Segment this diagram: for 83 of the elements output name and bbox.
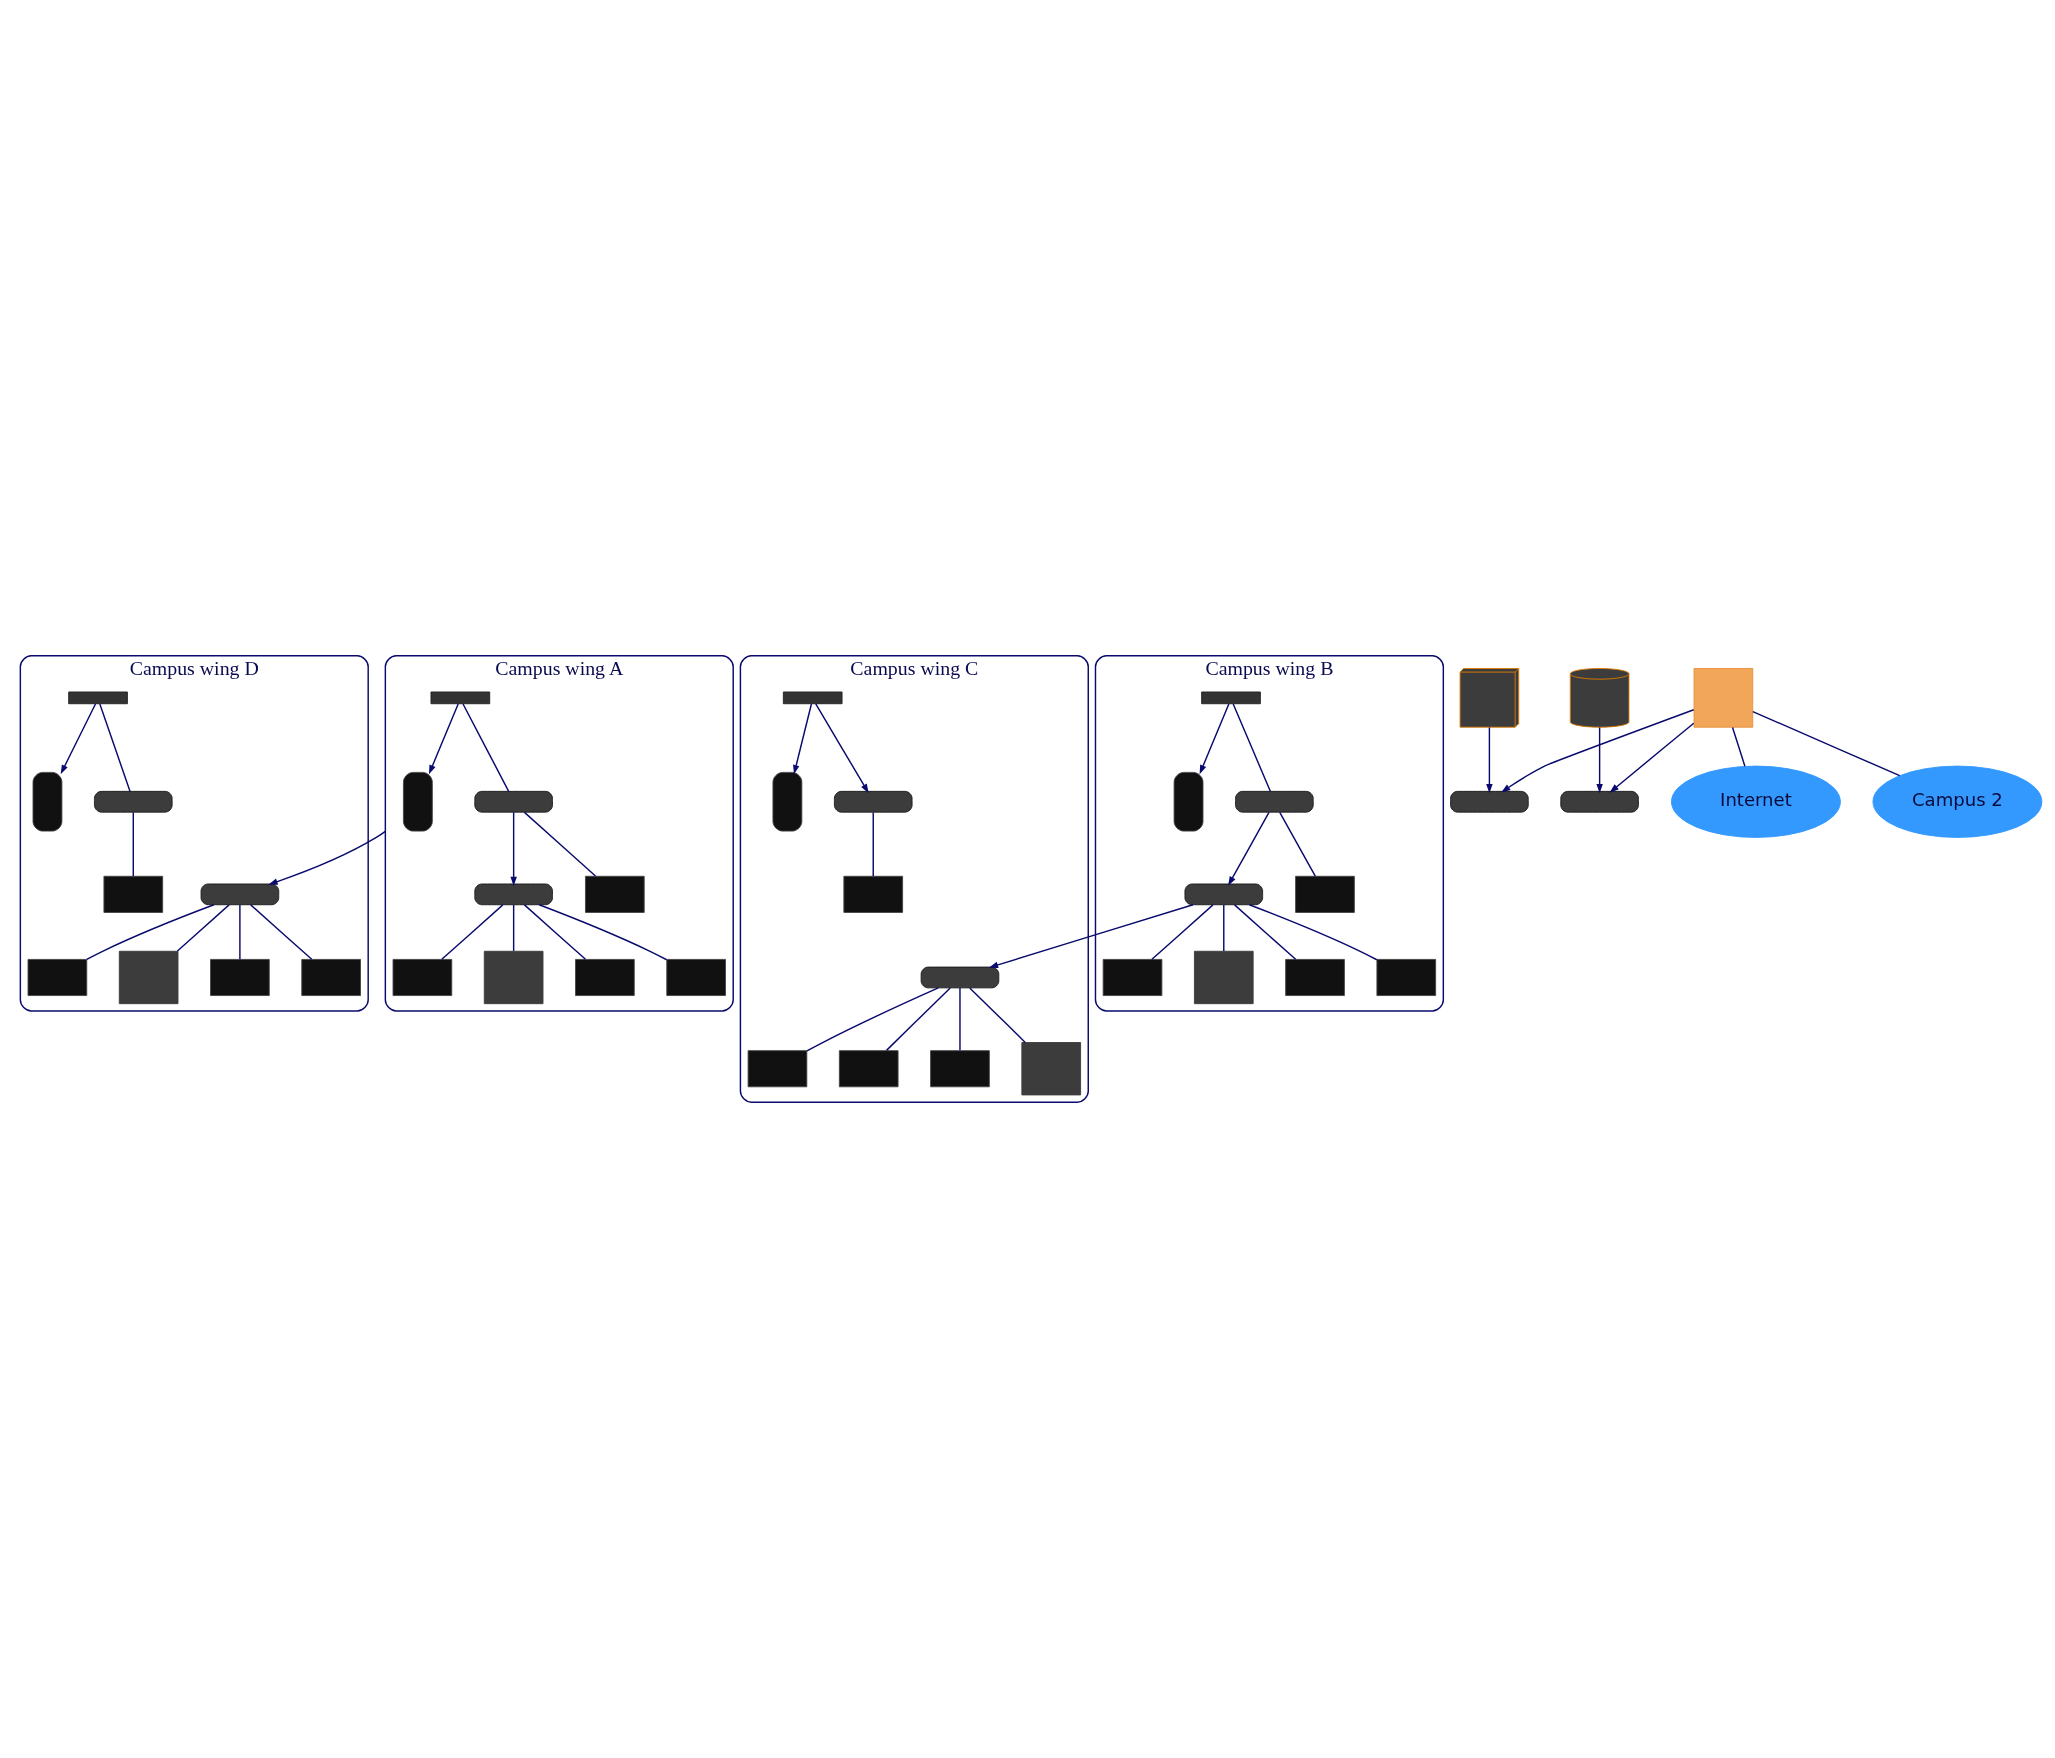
node-phone — [772, 771, 803, 832]
node-switch — [94, 790, 173, 813]
connector — [885, 987, 951, 1052]
node-computer — [210, 958, 270, 996]
node-switch — [1450, 790, 1529, 813]
node-printer — [1193, 950, 1254, 1005]
node-switch — [200, 883, 280, 906]
connector — [462, 703, 510, 793]
arrow — [1199, 703, 1230, 775]
node-computer — [585, 875, 645, 913]
cluster: Campus wing D — [19, 655, 369, 1012]
arrow — [60, 703, 97, 775]
node-ellipse: Campus 2 — [1872, 765, 2043, 838]
node-router — [782, 691, 843, 705]
connector — [1151, 904, 1214, 960]
arrow — [988, 904, 1194, 969]
node-computer — [1295, 875, 1355, 913]
connector — [1752, 710, 1901, 777]
node-computer — [747, 1050, 808, 1088]
node-phone — [32, 771, 63, 832]
arrow — [1609, 722, 1695, 793]
connector — [1279, 811, 1316, 877]
node-switch — [1560, 790, 1639, 813]
node-computer — [1285, 958, 1345, 996]
connector — [523, 811, 597, 877]
connector — [86, 904, 215, 961]
node-computer — [1376, 958, 1437, 996]
connector — [1233, 904, 1297, 960]
node-switch — [1235, 790, 1314, 813]
node-computer — [301, 958, 361, 996]
node-switch — [474, 790, 553, 813]
connector — [176, 904, 230, 952]
connector — [538, 904, 668, 961]
node-computer — [838, 1050, 899, 1088]
node-computer — [103, 875, 164, 913]
connector — [1731, 726, 1746, 767]
node-switch — [920, 966, 1000, 989]
arrow — [428, 703, 459, 775]
connector — [806, 987, 940, 1052]
connector — [441, 904, 504, 960]
arrow — [268, 830, 387, 885]
arrow — [793, 703, 813, 775]
connector — [1232, 703, 1272, 793]
arrow — [815, 703, 869, 794]
node-router — [1201, 691, 1261, 705]
node-ellipse: Internet — [1671, 765, 1841, 838]
connector — [969, 987, 1026, 1044]
arrow — [510, 811, 517, 886]
node-computer — [27, 958, 88, 996]
node-phone — [1173, 771, 1204, 832]
node-printer — [483, 950, 544, 1005]
node-computer — [930, 1050, 990, 1088]
node-router — [68, 691, 128, 705]
cluster: Campus wing A — [384, 655, 734, 1012]
connector — [1248, 904, 1378, 961]
arrow — [1486, 726, 1493, 794]
cluster: Campus wing C — [739, 655, 1089, 1103]
connector — [523, 904, 587, 960]
connector — [132, 811, 134, 877]
arrow — [1501, 709, 1695, 793]
node-switch — [833, 790, 913, 813]
arrow — [1228, 811, 1270, 886]
connector — [872, 811, 874, 877]
node-computer — [666, 958, 726, 996]
node-computer — [575, 958, 635, 996]
node-switch — [1184, 883, 1264, 906]
connector — [512, 904, 515, 952]
node-printer — [1021, 1042, 1082, 1096]
connector — [250, 904, 313, 960]
node-firewall — [1693, 668, 1754, 728]
node-computer — [1102, 958, 1163, 996]
connector — [99, 703, 131, 793]
node-computer — [843, 875, 904, 913]
connector — [959, 987, 961, 1052]
node-phone — [402, 771, 433, 832]
connector — [239, 904, 241, 960]
node-router — [430, 691, 491, 705]
cluster: Campus wing B — [1094, 655, 1445, 1012]
node-switch — [474, 883, 553, 906]
connector — [1223, 904, 1225, 952]
arrow — [1596, 726, 1603, 794]
node-computer — [392, 958, 453, 996]
node-printer — [118, 950, 179, 1005]
